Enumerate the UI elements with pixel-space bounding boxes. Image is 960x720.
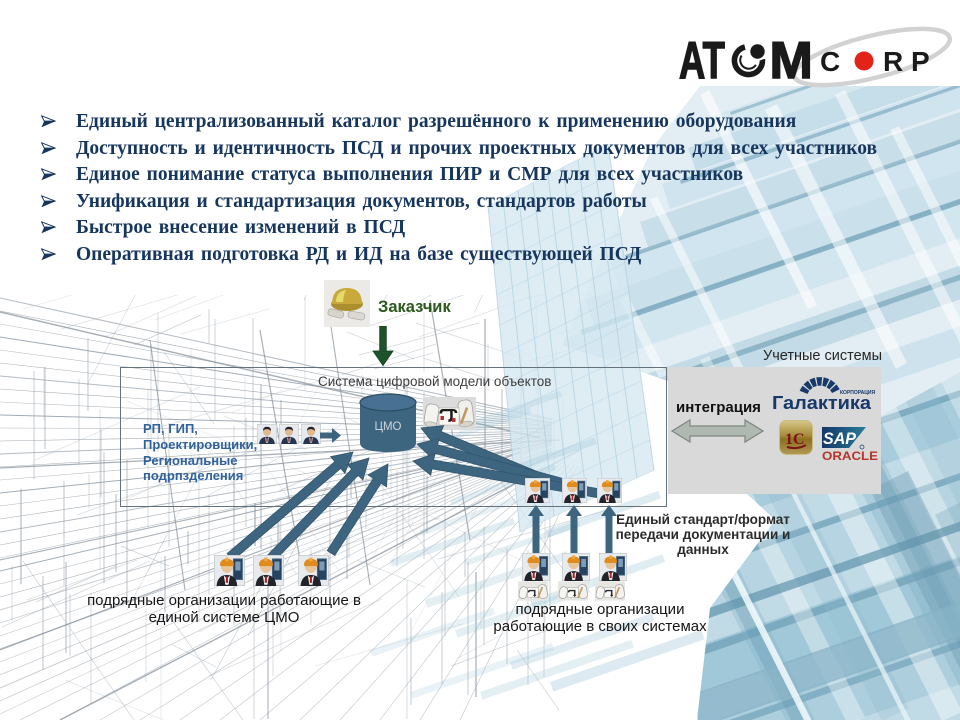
svg-text:R: R bbox=[883, 46, 903, 77]
svg-text:C: C bbox=[820, 46, 840, 77]
svg-text:Галактика: Галактика bbox=[772, 392, 872, 413]
svg-text:КОРПОРАЦИЯ: КОРПОРАЦИЯ bbox=[840, 390, 876, 396]
svg-text:P: P bbox=[911, 46, 930, 77]
svg-text:SAP: SAP bbox=[823, 429, 857, 448]
svg-text:M: M bbox=[770, 32, 813, 90]
svg-text:1С: 1С bbox=[785, 431, 805, 448]
svg-text:ЦМО: ЦМО bbox=[374, 421, 401, 433]
svg-text:AT: AT bbox=[679, 30, 725, 89]
svg-text:ORACLE: ORACLE bbox=[822, 451, 878, 462]
